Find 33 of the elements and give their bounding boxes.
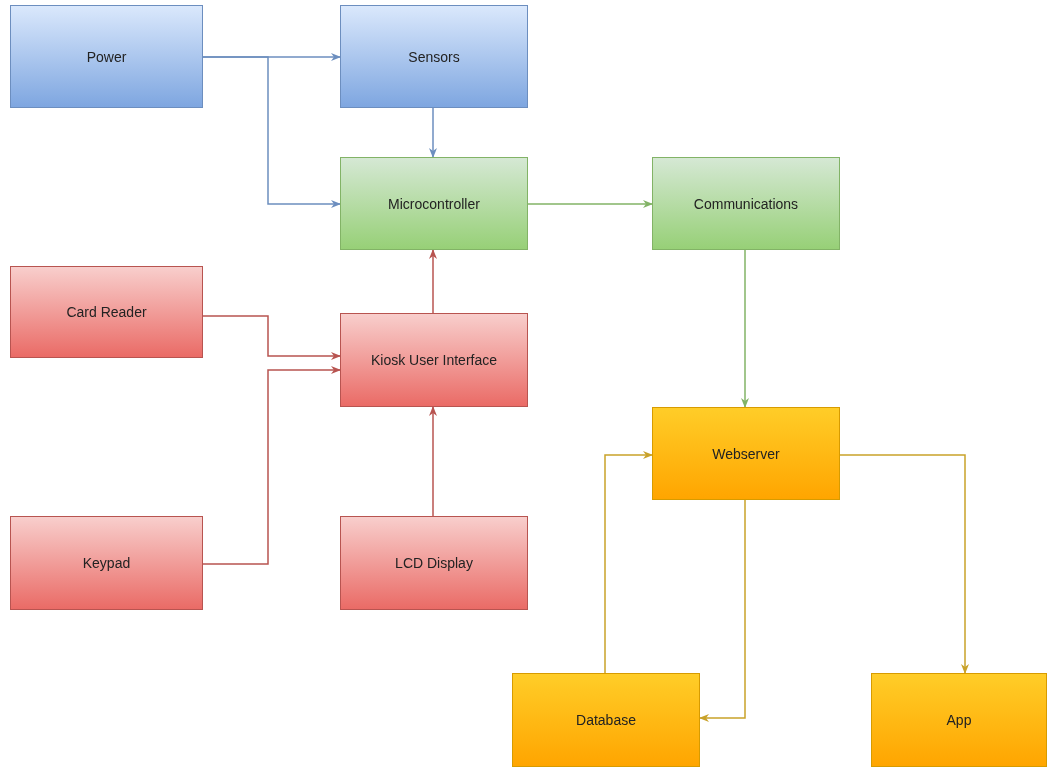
- arrow: [202, 315, 341, 360]
- arrow: [429, 249, 437, 314]
- node-label: Webserver: [712, 445, 780, 462]
- node-label: App: [946, 712, 972, 728]
- node-label: Microcontroller: [388, 195, 480, 212]
- node-label: Database: [576, 712, 636, 728]
- process-box: [10, 516, 203, 610]
- arrow: [604, 451, 653, 674]
- node-label: Power: [86, 48, 127, 65]
- arrow: [527, 200, 653, 208]
- node-label: Keypad: [82, 555, 131, 571]
- process-box: [652, 157, 840, 250]
- node-label: Sensors: [408, 48, 460, 65]
- arrow: [839, 454, 969, 674]
- process-box: [512, 673, 700, 767]
- arrow: [429, 406, 437, 517]
- process-box: [340, 5, 528, 108]
- node-label: Communications: [693, 195, 799, 212]
- node-label: Card Reader: [66, 304, 147, 320]
- arrow: [202, 56, 341, 208]
- process-box: [340, 313, 528, 407]
- arrow: [429, 107, 437, 158]
- arrow: [741, 249, 749, 408]
- node-label: LCD Display: [395, 555, 473, 571]
- process-box: [871, 673, 1047, 767]
- process-box: [10, 266, 203, 358]
- arrow: [699, 499, 746, 722]
- node-label: Kiosk User Interface: [370, 352, 498, 368]
- process-box: [340, 516, 528, 610]
- process-box: [652, 407, 840, 500]
- process-box: [10, 5, 203, 108]
- arrow: [202, 366, 341, 565]
- process-box: [340, 157, 528, 250]
